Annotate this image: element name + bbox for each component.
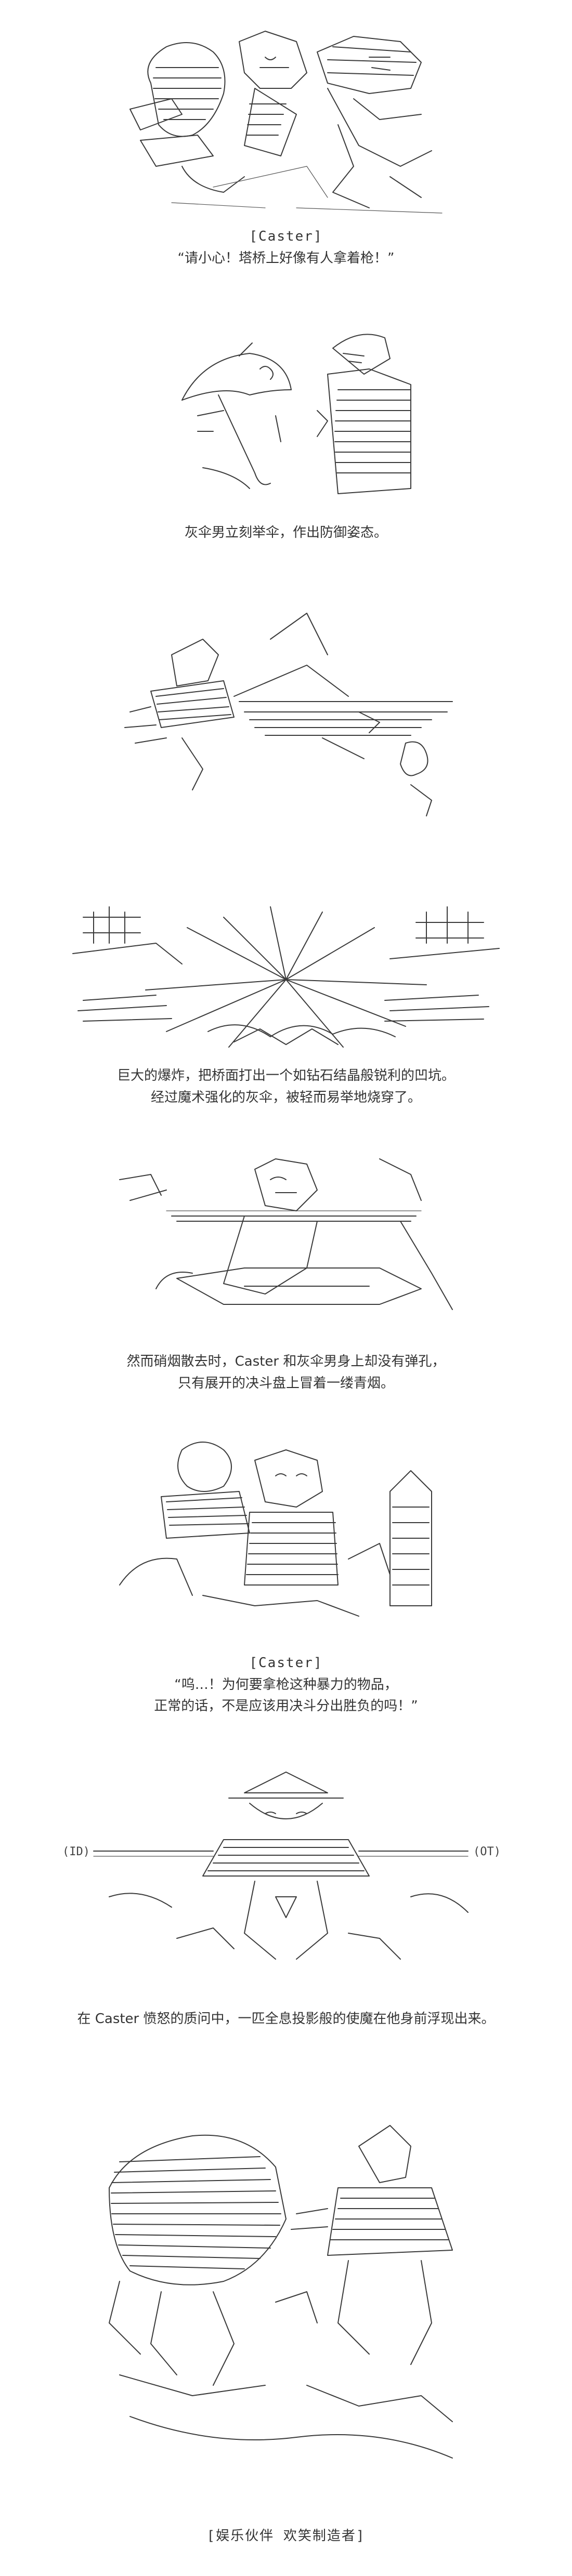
panel-6-caption: [Caster] “呜…！为何要拿枪这种暴力的物品， 正常的话，不是应该用决斗分… [0,1653,572,1718]
dialogue-line: “呜…！为何要拿枪这种暴力的物品， [174,1676,398,1693]
panel-5-caption: 然而硝烟散去时，Caster 和灰伞男身上却没有弹孔， 只有展开的决斗盘上冒着一… [0,1351,572,1394]
panel-6-art [119,1442,432,1617]
left-mark-label: (ID) [62,1845,90,1858]
panel-7-caption: 在 Caster 愤怒的质问中，一匹全息投影般的使魔在他身前浮现出来。 [0,2009,572,2030]
panel-8-art [109,2125,453,2459]
narration-line: 巨大的爆炸，把桥面打出一个如钻石结晶般锐利的凹坑。 [116,1068,455,1084]
narration-line: 在 Caster 愤怒的质问中，一匹全息投影般的使魔在他身前浮现出来。 [77,2011,495,2027]
narration-line: 灰伞男立刻举伞，作出防御姿态。 [184,525,387,540]
panel-5-art [119,1158,453,1310]
panel-2-art [181,334,411,494]
dialogue-line: “请小心！塔桥上好像有人拿着枪！” [177,250,395,266]
dialogue-line: 正常的话，不是应该用决斗分出胜负的吗！” [154,1698,418,1714]
panel-6 [99,1429,473,1637]
panel-2-caption: 灰伞男立刻举伞，作出防御姿态。 [0,522,572,544]
narration-line: 然而硝烟散去时，Caster 和灰伞男身上却没有弹孔， [126,1354,446,1369]
panel-1-art [129,31,443,214]
speaker-label: [Caster] [249,1655,323,1671]
panel-3 [88,582,484,821]
right-mark-label: (OT) [473,1845,501,1858]
panel-4 [52,896,520,1052]
panel-7-art: (ID) (OT) [62,1772,501,1960]
speaker-label: [Caster] [249,229,323,244]
panel-2 [120,317,452,509]
panel-5 [88,1138,484,1336]
narration-line: 只有展开的决斗盘上冒着一缕青烟。 [177,1375,394,1391]
panel-8 [88,2084,484,2500]
panel-1 [109,10,463,218]
narration-line: 经过魔术强化的灰伞，被轻而易举地烧穿了。 [150,1089,421,1105]
speaker-label: [娱乐伙伴 欢笑制造者] [206,2528,366,2544]
panel-3-art [124,613,453,816]
panel-1-caption: [Caster] “请小心！塔桥上好像有人拿着枪！” [0,226,572,269]
panel-8-caption: [娱乐伙伴 欢笑制造者] [0,2526,572,2547]
panel-4-art [72,906,500,1048]
panel-4-caption: 巨大的爆炸，把桥面打出一个如钻石结晶般锐利的凹坑。 经过魔术强化的灰伞，被轻而易… [0,1065,572,1108]
panel-7: (ID) (OT) [57,1762,515,1990]
